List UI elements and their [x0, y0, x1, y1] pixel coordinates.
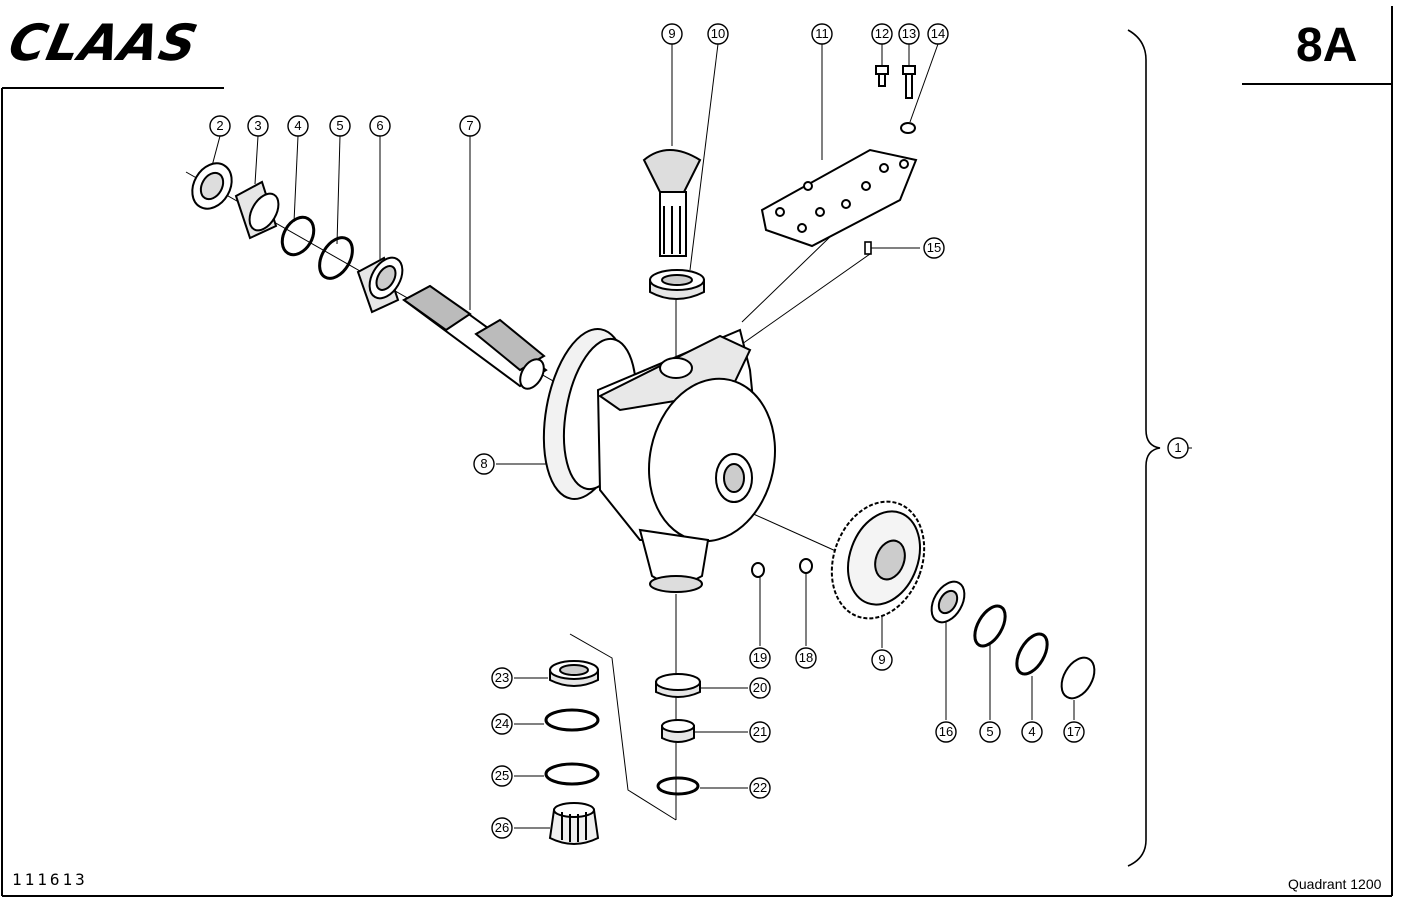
cover-plate-part-11 — [760, 148, 918, 248]
callout-10-label: 10 — [711, 26, 725, 41]
callout-20-label: 20 — [753, 680, 767, 695]
callout-15: 15 — [923, 237, 945, 259]
callout-23-label: 23 — [495, 670, 509, 685]
bearing-part-10 — [649, 269, 705, 300]
callout-3: 3 — [247, 115, 269, 137]
cap-part-17 — [1060, 656, 1096, 700]
callout-24: 24 — [491, 713, 513, 735]
callout-11: 11 — [811, 23, 833, 45]
callout-23: 23 — [491, 667, 513, 689]
callout-9-lower: 9 — [871, 649, 893, 671]
dowel-pin-part-15 — [864, 241, 872, 255]
callout-1: 1 — [1167, 437, 1189, 459]
assembly-bracket — [1127, 29, 1161, 867]
callout-9-lower-label: 9 — [878, 652, 885, 667]
splined-hub-part-26 — [548, 802, 600, 845]
callout-25-label: 25 — [495, 768, 509, 783]
bearing-part-16 — [930, 580, 966, 624]
crown-gear-part-9 — [830, 500, 926, 620]
callout-3-label: 3 — [254, 118, 261, 133]
callout-22: 22 — [749, 777, 771, 799]
callout-14-label: 14 — [931, 26, 945, 41]
callout-17: 17 — [1063, 721, 1085, 743]
circlip-part-4-lower — [1015, 632, 1049, 676]
callout-19: 19 — [749, 647, 771, 669]
plug-part-18 — [799, 558, 813, 574]
bolt-part-13 — [902, 65, 916, 99]
model-name: Quadrant 1200 — [1288, 876, 1382, 892]
circlip-part-24 — [544, 708, 600, 732]
callout-4-lower-label: 4 — [1028, 724, 1035, 739]
callout-18-label: 18 — [799, 650, 813, 665]
callout-8: 8 — [473, 453, 495, 475]
callout-26: 26 — [491, 817, 513, 839]
callout-22-label: 22 — [753, 780, 767, 795]
callout-5-lower-label: 5 — [986, 724, 993, 739]
callout-5: 5 — [329, 115, 351, 137]
callout-11-label: 11 — [815, 26, 829, 41]
callout-13: 13 — [898, 23, 920, 45]
callout-6: 6 — [369, 115, 391, 137]
callout-8-label: 8 — [480, 456, 487, 471]
callout-12-label: 12 — [875, 26, 889, 41]
callout-7-label: 7 — [466, 118, 473, 133]
washer-part-14 — [900, 122, 916, 134]
callout-16: 16 — [935, 721, 957, 743]
shim-ring-part-5 — [318, 236, 354, 280]
callout-15-label: 15 — [927, 240, 941, 255]
frame-lines — [1, 6, 1393, 897]
callout-9-upper-label: 9 — [668, 26, 675, 41]
callout-12: 12 — [871, 23, 893, 45]
callout-25: 25 — [491, 765, 513, 787]
callout-14: 14 — [927, 23, 949, 45]
callout-4-label: 4 — [294, 118, 301, 133]
callout-4-lower: 4 — [1021, 721, 1043, 743]
callout-16-label: 16 — [939, 724, 953, 739]
callout-4: 4 — [287, 115, 309, 137]
callout-2: 2 — [209, 115, 231, 137]
bearing-part-23 — [549, 660, 599, 687]
callout-1-label: 1 — [1174, 440, 1181, 455]
callout-26-label: 26 — [495, 820, 509, 835]
callout-2-label: 2 — [216, 118, 223, 133]
callout-19-label: 19 — [753, 650, 767, 665]
callouts: 1 2 3 4 5 6 7 8 9 10 11 12 13 14 15 9 16… — [209, 23, 1189, 839]
circlip-part-4 — [280, 215, 316, 257]
shim-ring-part-5-lower — [973, 604, 1007, 648]
gearbox-housing-part-8 — [542, 328, 776, 593]
splined-shaft-part-7 — [402, 284, 548, 390]
callout-9-upper: 9 — [661, 23, 683, 45]
callout-24-label: 24 — [495, 716, 509, 731]
bolt-part-12 — [875, 65, 889, 87]
callout-5-label: 5 — [336, 118, 343, 133]
callout-5-lower: 5 — [979, 721, 1001, 743]
bearing-part-6 — [356, 256, 404, 314]
callout-7: 7 — [459, 115, 481, 137]
bevel-pinion-part-9 — [642, 149, 702, 257]
callout-21-label: 21 — [753, 724, 767, 739]
callout-20: 20 — [749, 677, 771, 699]
callout-18: 18 — [795, 647, 817, 669]
drawing-part-number: 111613 — [12, 870, 88, 889]
callout-13-label: 13 — [902, 26, 916, 41]
shim-ring-part-25 — [544, 762, 600, 786]
callout-6-label: 6 — [376, 118, 383, 133]
sleeve-part-21 — [661, 719, 695, 743]
callout-21: 21 — [749, 721, 771, 743]
callout-10: 10 — [707, 23, 729, 45]
page-number: 8A — [1296, 19, 1358, 72]
sleeve-part-3 — [234, 180, 280, 240]
bearing-part-20 — [655, 673, 701, 698]
plug-part-19 — [751, 562, 765, 578]
callout-17-label: 17 — [1067, 724, 1081, 739]
circlip-part-22 — [656, 776, 700, 796]
seal-ring-part-2 — [191, 162, 233, 210]
